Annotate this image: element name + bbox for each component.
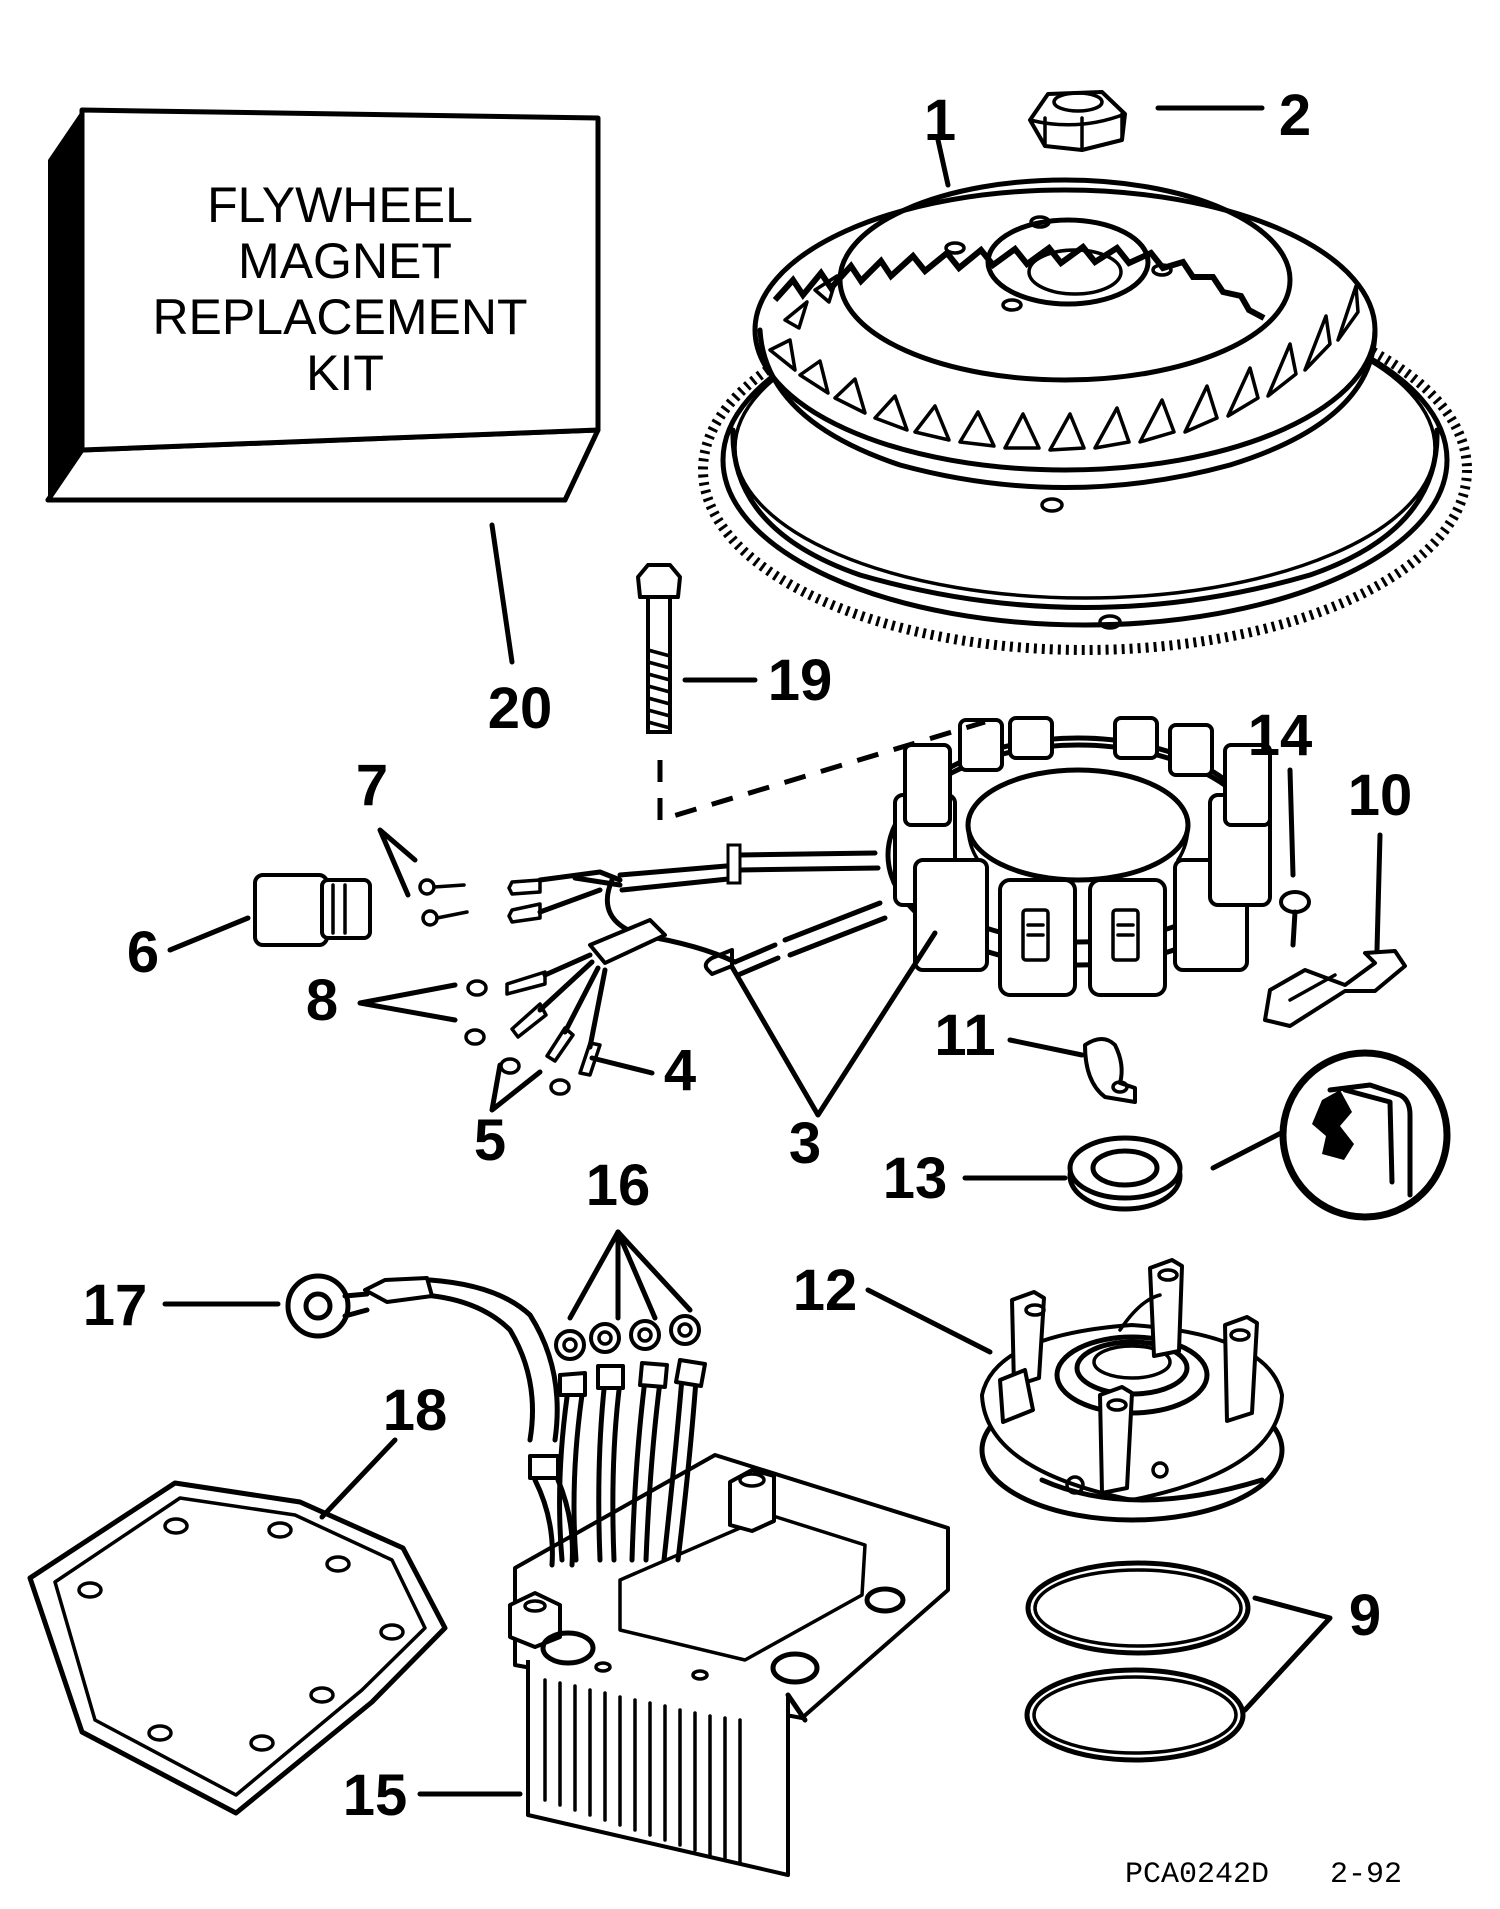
- terminal-connector: [253, 873, 372, 947]
- ground-lead-ring-terminal: [285, 1273, 370, 1339]
- timer-base-assembly: [979, 1258, 1285, 1523]
- leader-line-20: [489, 522, 515, 665]
- leader-line-11: [1007, 1037, 1085, 1058]
- leader-line-16c: [615, 1229, 693, 1313]
- callout-9: 9: [1349, 1583, 1381, 1648]
- callout-3: 3: [789, 1111, 821, 1176]
- callout-1: 1: [924, 88, 956, 153]
- wire-harness: [418, 843, 888, 1096]
- seal-detail-callout: [1210, 1049, 1451, 1221]
- callout-10: 10: [1348, 763, 1413, 828]
- callout-12: 12: [793, 1258, 858, 1323]
- small-screw: [1279, 890, 1311, 948]
- leader-line-7: [377, 827, 418, 898]
- callout-18: 18: [383, 1378, 448, 1443]
- oil-seal: [1067, 1135, 1183, 1212]
- power-pack: [508, 1453, 950, 1877]
- kit-label-line-2: MAGNET: [238, 233, 452, 289]
- wire-clip: [1263, 949, 1407, 1028]
- callout-11: 11: [934, 1003, 995, 1068]
- callout-5: 5: [474, 1108, 506, 1173]
- leader-line-3: [725, 930, 938, 1118]
- leader-line-5: [489, 1062, 543, 1113]
- power-pack-leads: [363, 1276, 707, 1568]
- leader-line-12: [865, 1287, 993, 1355]
- magnet-replacement-kit-box: FLYWHEEL MAGNET REPLACEMENT KIT: [45, 107, 601, 503]
- callout-17: 17: [83, 1273, 148, 1338]
- kit-label-line-1: FLYWHEEL: [207, 177, 473, 233]
- leader-line-16: [567, 1229, 621, 1321]
- drawing-code: PCA0242D: [1125, 1858, 1269, 1892]
- date-code: 2-92: [1330, 1858, 1402, 1892]
- alignment-dashed-line: [657, 719, 986, 824]
- stator-screw: [636, 563, 682, 734]
- callout-7: 7: [356, 753, 388, 818]
- kit-label-line-4: KIT: [306, 345, 384, 401]
- leader-line-9: [1242, 1595, 1333, 1713]
- stator-assembly: [885, 716, 1272, 997]
- callout-8: 8: [306, 968, 338, 1033]
- leader-line-4: [589, 1055, 655, 1076]
- callout-14: 14: [1248, 703, 1313, 768]
- kit-label-line-3: REPLACEMENT: [152, 289, 527, 345]
- leader-line-14: [1287, 767, 1296, 878]
- callout-20: 20: [488, 676, 553, 741]
- flywheel-nut: [1028, 90, 1127, 152]
- leader-line-6: [167, 915, 251, 953]
- callout-19: 19: [768, 648, 833, 713]
- flywheel-drawing: [698, 177, 1472, 655]
- callout-15: 15: [343, 1763, 408, 1828]
- callout-16: 16: [586, 1153, 651, 1218]
- callout-2: 2: [1279, 83, 1311, 148]
- leader-line-10: [1374, 832, 1383, 953]
- gasket: [27, 1480, 448, 1816]
- leader-line-1: [935, 137, 951, 188]
- leader-line-8: [357, 982, 458, 1023]
- leader-line-18: [319, 1437, 398, 1520]
- leader-line-16b: [615, 1229, 658, 1321]
- callout-4: 4: [664, 1038, 696, 1103]
- o-rings: [1024, 1560, 1251, 1763]
- clamp: [1083, 1037, 1137, 1104]
- callout-13: 13: [883, 1146, 948, 1211]
- callout-6: 6: [127, 920, 159, 985]
